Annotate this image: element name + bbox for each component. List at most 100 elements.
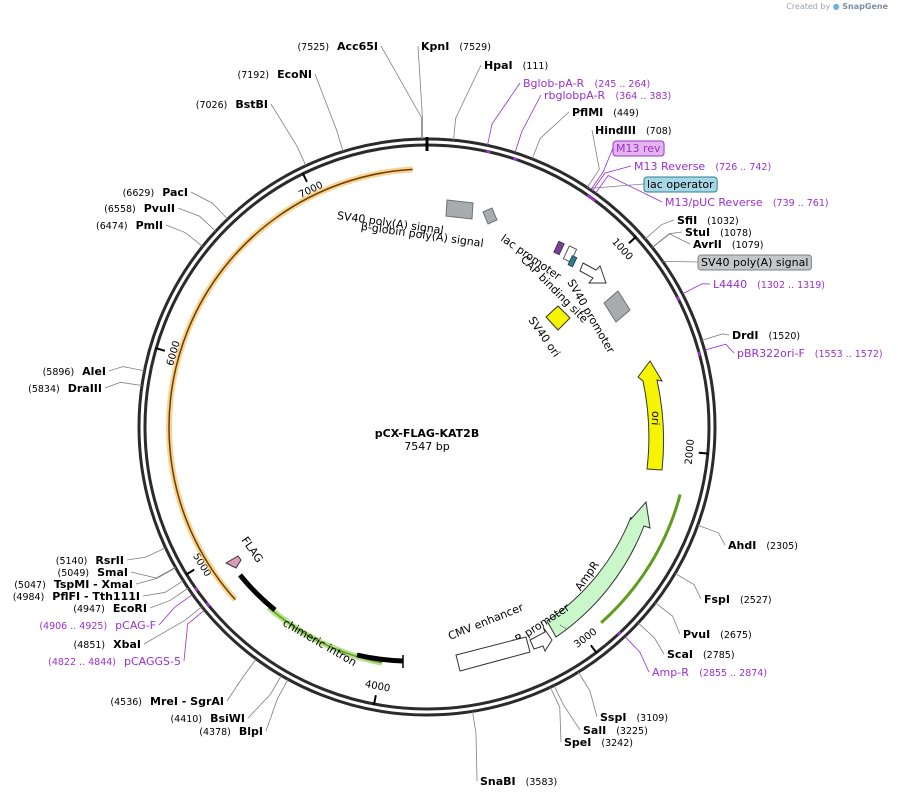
plasmid-size: 7547 bp [404,440,449,453]
enzyme-name[interactable]: SspI [600,711,626,724]
enzyme-name[interactable]: BsiWI [210,712,245,725]
primer-name[interactable]: M13 Reverse [634,160,705,173]
primer-site-mark [485,150,491,154]
sv40-promoter-feature[interactable] [579,262,631,323]
credit-brand: SnapGene [842,2,888,11]
primer-name[interactable]: M13/pUC Reverse [665,196,763,209]
enzyme-leader-line [270,103,307,166]
enzyme-name[interactable]: DrdI [732,329,759,342]
enzyme-position: (5049) [58,568,90,579]
enzyme-name[interactable]: KpnI [421,40,449,53]
flag-feature[interactable] [224,555,242,569]
enzyme-name[interactable]: MreI - SgrAI [150,695,224,708]
enzyme-leader-line [130,566,176,579]
enzyme-leader-line [177,207,217,232]
chimeric-intron-label: chimeric intron [281,616,359,669]
enzyme-name[interactable]: RsrII [95,554,124,567]
sv40-ori-feature[interactable] [545,305,571,331]
enzyme-position: (4984) [13,592,45,603]
enzyme-name[interactable]: SfiI [677,214,697,227]
enzyme-leader-line [674,573,702,600]
enzyme-name[interactable]: EcoNI [277,68,312,81]
primer-name[interactable]: Bglob-pA-R [523,77,585,90]
feature-box-label[interactable]: SV40 poly(A) signal [701,256,808,269]
cag-promoter-arc[interactable] [168,168,413,601]
primer-site-mark [512,157,518,161]
enzyme-leader-line [314,73,344,152]
cmv-enhancer-feature[interactable] [455,636,531,672]
tick-mark [628,235,637,245]
primer-name[interactable]: pCAG-F [115,619,156,632]
enzyme-name[interactable]: PflMI [572,106,603,119]
ampr-green-arc[interactable] [600,494,682,624]
primer-site-mark [194,586,199,592]
primer-leader-line [183,609,205,662]
enzyme-leader-line [453,64,482,141]
enzyme-leader-line [654,602,681,635]
tick-label: 2000 [684,439,697,465]
enzyme-leader-line [417,45,424,140]
enzyme-name[interactable]: AvrII [693,238,722,251]
enzyme-name[interactable]: PmlI [136,219,163,232]
primer-position: (4906 .. 4925) [39,621,107,632]
enzyme-name[interactable]: SmaI [97,566,128,579]
lac-promoter-feature[interactable] [553,240,578,268]
enzyme-name[interactable]: Acc65I [337,40,378,53]
enzyme-name[interactable]: TspMI - XmaI [54,578,133,591]
feature-box [643,176,718,193]
enzyme-name[interactable]: PacI [162,186,188,199]
primer-name[interactable]: L4440 [713,278,747,291]
enzyme-name[interactable]: FspI [704,593,730,606]
bglobin-polya-feature[interactable] [482,207,498,225]
site-labels: Acc65I(7525)KpnI(7529)HpaI(111)PflMI(449… [13,40,883,788]
ampr-feature[interactable] [546,500,651,638]
primer-name[interactable]: M13 rev [616,142,661,155]
enzyme-leader-line [531,111,570,160]
snapgene-logo-icon: ● [832,2,840,11]
enzyme-name[interactable]: SalI [583,724,606,737]
primer-name[interactable]: Amp-R [652,666,689,679]
enzyme-name[interactable]: PvuI [683,628,710,641]
tick-mark [301,172,308,183]
enzyme-name[interactable]: BstBI [235,98,268,111]
ampr-promoter-feature[interactable] [529,626,553,653]
feature-box [697,254,812,271]
enzyme-name[interactable]: SpeI [564,736,591,749]
primer-leader-line [591,165,632,192]
sv40-polya-feature[interactable] [445,199,474,220]
enzyme-name[interactable]: SnaBI [480,775,516,788]
enzyme-name[interactable]: XbaI [113,638,141,651]
enzyme-position: (2305) [766,541,798,552]
enzyme-name[interactable]: EcoRI [113,602,147,615]
enzyme-name[interactable]: HpaI [484,59,513,72]
enzyme-leader-line [652,233,691,248]
primer-position: (1553 .. 1572) [815,349,883,360]
enzyme-name[interactable]: DraIII [68,382,102,395]
primer-name[interactable]: pCAGGS-5 [124,655,181,668]
enzyme-leader-line [586,129,600,188]
enzyme-name[interactable]: AhdI [728,539,756,552]
enzyme-name[interactable]: AleI [82,365,106,378]
enzyme-position: (1079) [732,240,764,251]
primer-position: (2855 .. 2874) [699,668,767,679]
enzyme-name[interactable]: BlpI [239,725,263,738]
enzyme-name[interactable]: PvuII [144,202,175,215]
kat2b-cds-segment[interactable] [238,573,277,612]
enzyme-name[interactable]: StuI [685,226,710,239]
enzyme-position: (6474) [96,221,128,232]
primer-leader-line [487,82,521,146]
enzyme-name[interactable]: PflFI - Tth111I [52,590,140,603]
enzyme-leader-line [135,567,176,585]
enzyme-leader-line [142,580,184,597]
enzyme-name[interactable]: ScaI [667,648,693,661]
enzyme-name[interactable]: HindIII [595,124,636,137]
ori-feature[interactable] [637,360,665,471]
enzyme-position: (5834) [28,384,60,395]
feature-box-label[interactable]: lac operator [647,178,714,191]
primer-name[interactable]: pBR322ori-F [737,347,805,360]
enzyme-position: (6629) [123,188,155,199]
primer-name[interactable]: rbglobpA-R [544,89,605,102]
primer-site-mark [616,631,622,636]
primer-site-mark [675,296,681,302]
